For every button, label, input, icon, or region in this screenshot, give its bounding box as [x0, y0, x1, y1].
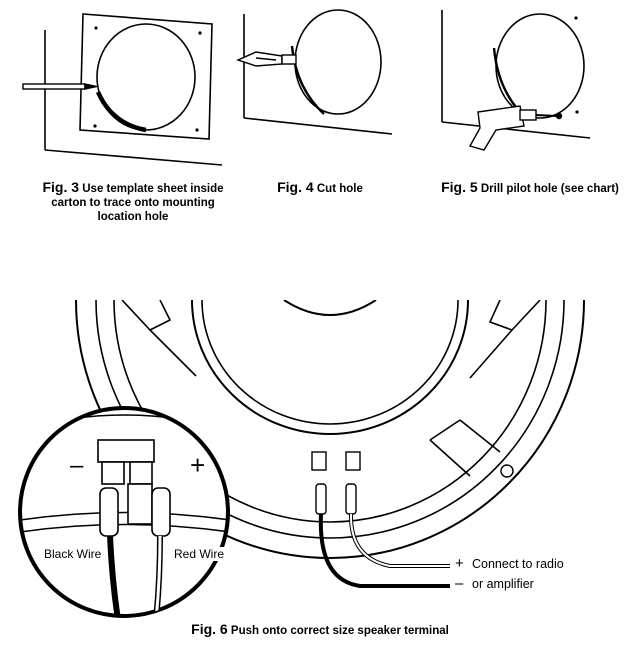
speaker-mount-hole	[500, 464, 514, 478]
zoom-red-connector	[151, 487, 171, 537]
fig4-caption: Fig. 4 Cut hole	[250, 180, 390, 196]
speaker-dust-cap	[283, 300, 377, 316]
fig6-text: Push onto correct size speaker terminal	[230, 625, 449, 637]
fig5-text: Drill pilot hole (see chart)	[480, 183, 619, 195]
fig3-line1: Use template sheet inside	[82, 183, 224, 195]
zoom-black-connector	[99, 487, 119, 537]
knife-icon	[236, 51, 297, 67]
pencil-icon	[22, 83, 98, 90]
fig4-prefix: Fig. 4	[277, 179, 314, 195]
fig3-prefix: Fig. 3	[42, 179, 80, 195]
speaker-frame	[75, 300, 585, 559]
connect-label: Connect to radio	[472, 557, 564, 571]
fig3-wall-bottom	[44, 149, 223, 166]
fig3-line2: carton to trace onto mounting	[51, 197, 215, 209]
zoom-black-wire	[107, 535, 121, 616]
connect-minus-sign: –	[455, 575, 464, 592]
fig3-template-sheet	[79, 13, 213, 140]
fig5-caption: Fig. 5 Drill pilot hole (see chart)	[432, 180, 628, 196]
connect-plus-sign: +	[455, 555, 464, 572]
connect-label-2: or amplifier	[472, 577, 534, 591]
fig5-wall-bottom	[441, 121, 591, 139]
red-wire	[349, 513, 450, 567]
fig3-line3: location hole	[97, 211, 169, 223]
drill-icon	[468, 105, 563, 151]
fig6-caption: Fig. 6 Push onto correct size speaker te…	[170, 622, 470, 638]
fig3-caption: Fig. 3 Use template sheet inside carton …	[28, 180, 238, 224]
zoom-terminal-block	[97, 439, 155, 463]
fig4-text: Cut hole	[316, 183, 363, 195]
red-wire-label: Red Wire	[174, 547, 225, 561]
black-wire-label: Black Wire	[44, 547, 102, 561]
zoom-minus-sign: –	[70, 452, 84, 479]
fig3-traced-arc	[95, 91, 147, 133]
fig4-wall-bottom	[243, 117, 393, 135]
fig6-prefix: Fig. 6	[191, 621, 228, 637]
black-wire	[318, 513, 450, 588]
fig5-prefix: Fig. 5	[441, 179, 478, 195]
speaker-terminals	[311, 451, 361, 515]
zoom-plus-sign: +	[190, 450, 206, 480]
